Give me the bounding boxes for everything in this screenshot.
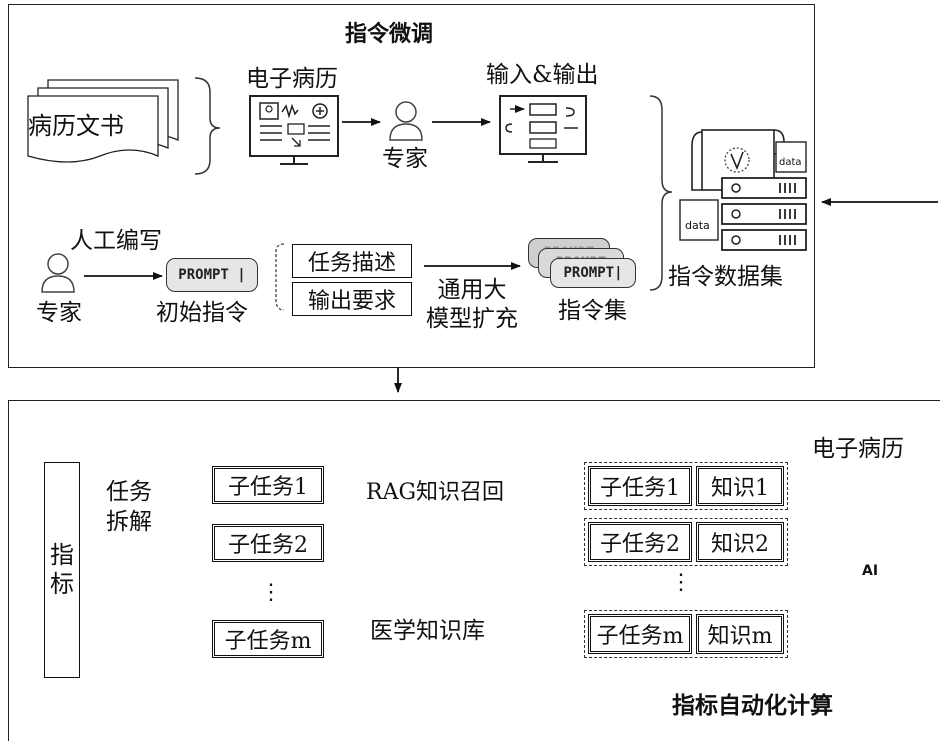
expert-label: 专家 — [382, 146, 428, 172]
indicator-char-1: 指 — [50, 541, 74, 570]
emr-doc-label: 电子病历 — [812, 436, 904, 462]
brace-icon — [194, 77, 221, 175]
pair-knowledge-box: 知识m — [696, 614, 784, 654]
rag-label: RAG知识召回 — [366, 480, 505, 505]
brace-icon — [649, 95, 673, 291]
ai-label: AI — [862, 563, 879, 579]
prompt-badge: PROMPT | — [166, 258, 258, 292]
pairs-ellipsis: ⋮ — [670, 570, 692, 595]
llm-expand-line-1: 通用大 — [437, 277, 507, 303]
instruction-set-label: 指令集 — [558, 298, 627, 324]
indicator-char-2: 标 — [50, 570, 74, 598]
pair-row — [584, 518, 788, 566]
medical-docs-label: 病历文书 — [28, 112, 124, 140]
task-decomp-label: 任务 拆解 — [106, 478, 152, 538]
document-stack-icon — [27, 79, 179, 163]
pair-task-box: 子任务2 — [588, 522, 692, 562]
pair-knowledge-box: 知识2 — [696, 522, 784, 562]
pair-task-box: 子任务m — [588, 614, 692, 654]
subtask-box: 子任务m — [212, 620, 324, 658]
indicator-calc-panel — [8, 400, 940, 741]
output-req-box: 输出要求 — [292, 282, 412, 316]
llm-expand-line-2: 模型扩充 — [426, 305, 518, 332]
pair-task-box: 子任务1 — [588, 466, 692, 506]
data-tag: data — [779, 157, 802, 168]
subtask-m-label: 子任务m — [224, 629, 312, 654]
llm-expand-label: 通用大 模型扩充 — [426, 276, 518, 334]
indicator-box: 指 标 — [44, 462, 80, 678]
expert-person-icon — [389, 101, 423, 141]
task-decomp-line-2: 拆解 — [106, 508, 152, 535]
io-label: 输入&输出 — [486, 62, 599, 88]
initial-instruction-label: 初始指令 — [156, 300, 248, 326]
expert-label: 专家 — [36, 300, 82, 326]
manual-write-label: 人工编写 — [70, 228, 162, 254]
task-desc-box: 任务描述 — [292, 244, 412, 278]
subtask-box: 子任务2 — [212, 524, 324, 562]
kb-label: 医学知识库 — [370, 618, 485, 644]
instruction-tuning-title: 指令微调 — [345, 22, 434, 47]
pair-row — [584, 610, 788, 658]
data-tag: data — [685, 219, 710, 232]
dataset-server-icon — [679, 129, 807, 251]
dataset-label: 指令数据集 — [668, 264, 783, 290]
emr-label: 电子病历 — [246, 66, 338, 92]
io-monitor-icon — [499, 95, 587, 163]
task-decomp-line-1: 任务 — [106, 479, 152, 505]
pair-knowledge-box: 知识1 — [696, 466, 784, 506]
prompt-stack-front: PROMPT| — [550, 258, 636, 288]
subtask-ellipsis: ⋮ — [260, 580, 282, 605]
subtask-box: 子任务1 — [212, 466, 324, 504]
emr-monitor-icon — [249, 95, 339, 165]
pair-row — [584, 462, 788, 510]
expert-person-icon — [41, 253, 75, 293]
indicator-calc-title: 指标自动化计算 — [672, 693, 833, 719]
